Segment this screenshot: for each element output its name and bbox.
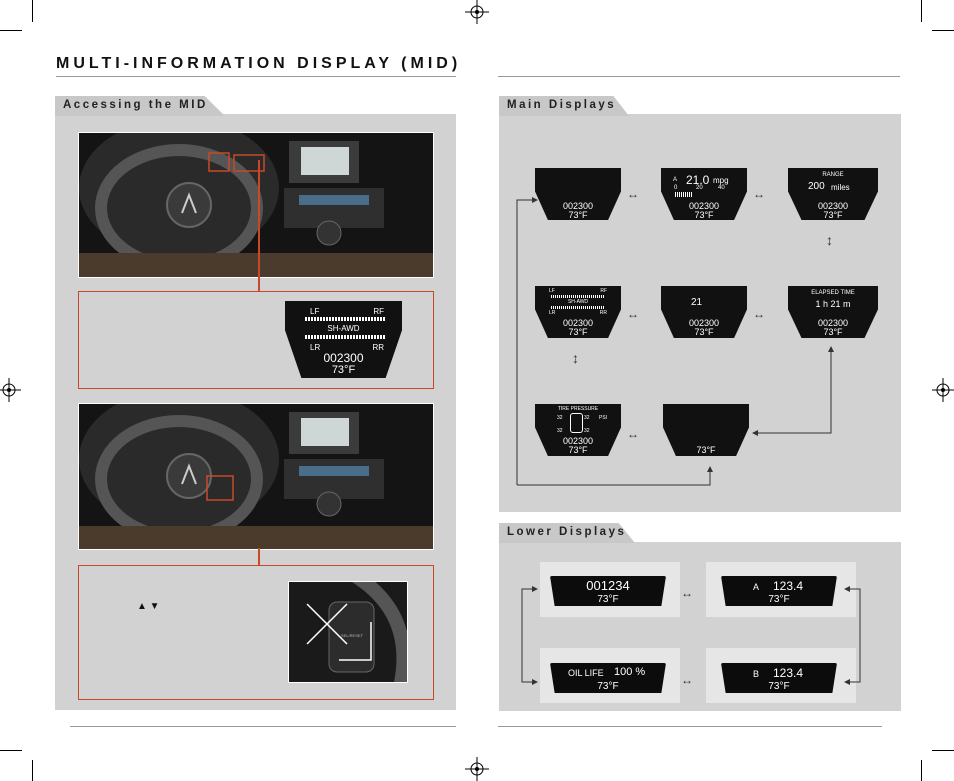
temperature: 73°F: [550, 681, 666, 692]
trip-a-value: 123.4: [773, 579, 803, 593]
arrow-l3-l4: ↔: [681, 674, 693, 686]
lower-display-odometer: 001234 73°F: [550, 576, 666, 606]
trip-a-label: A: [753, 582, 759, 592]
trip-b-label: B: [753, 669, 759, 679]
lower-display-trip-b: B 123.4 73°F: [721, 663, 837, 693]
arrow-l1-l2: ↔: [681, 587, 693, 599]
temperature: 73°F: [721, 594, 837, 605]
oil-life-label: OIL LIFE: [568, 668, 604, 678]
odometer: 001234: [550, 578, 666, 593]
lower-display-oil-life: OIL LIFE 100 % 73°F: [550, 663, 666, 693]
temperature: 73°F: [721, 681, 837, 692]
temperature: 73°F: [550, 594, 666, 605]
trip-b-value: 123.4: [773, 666, 803, 680]
oil-life-value: 100 %: [614, 666, 645, 678]
footer-rule-right: [498, 726, 882, 727]
lower-display-trip-a: A 123.4 73°F: [721, 576, 837, 606]
